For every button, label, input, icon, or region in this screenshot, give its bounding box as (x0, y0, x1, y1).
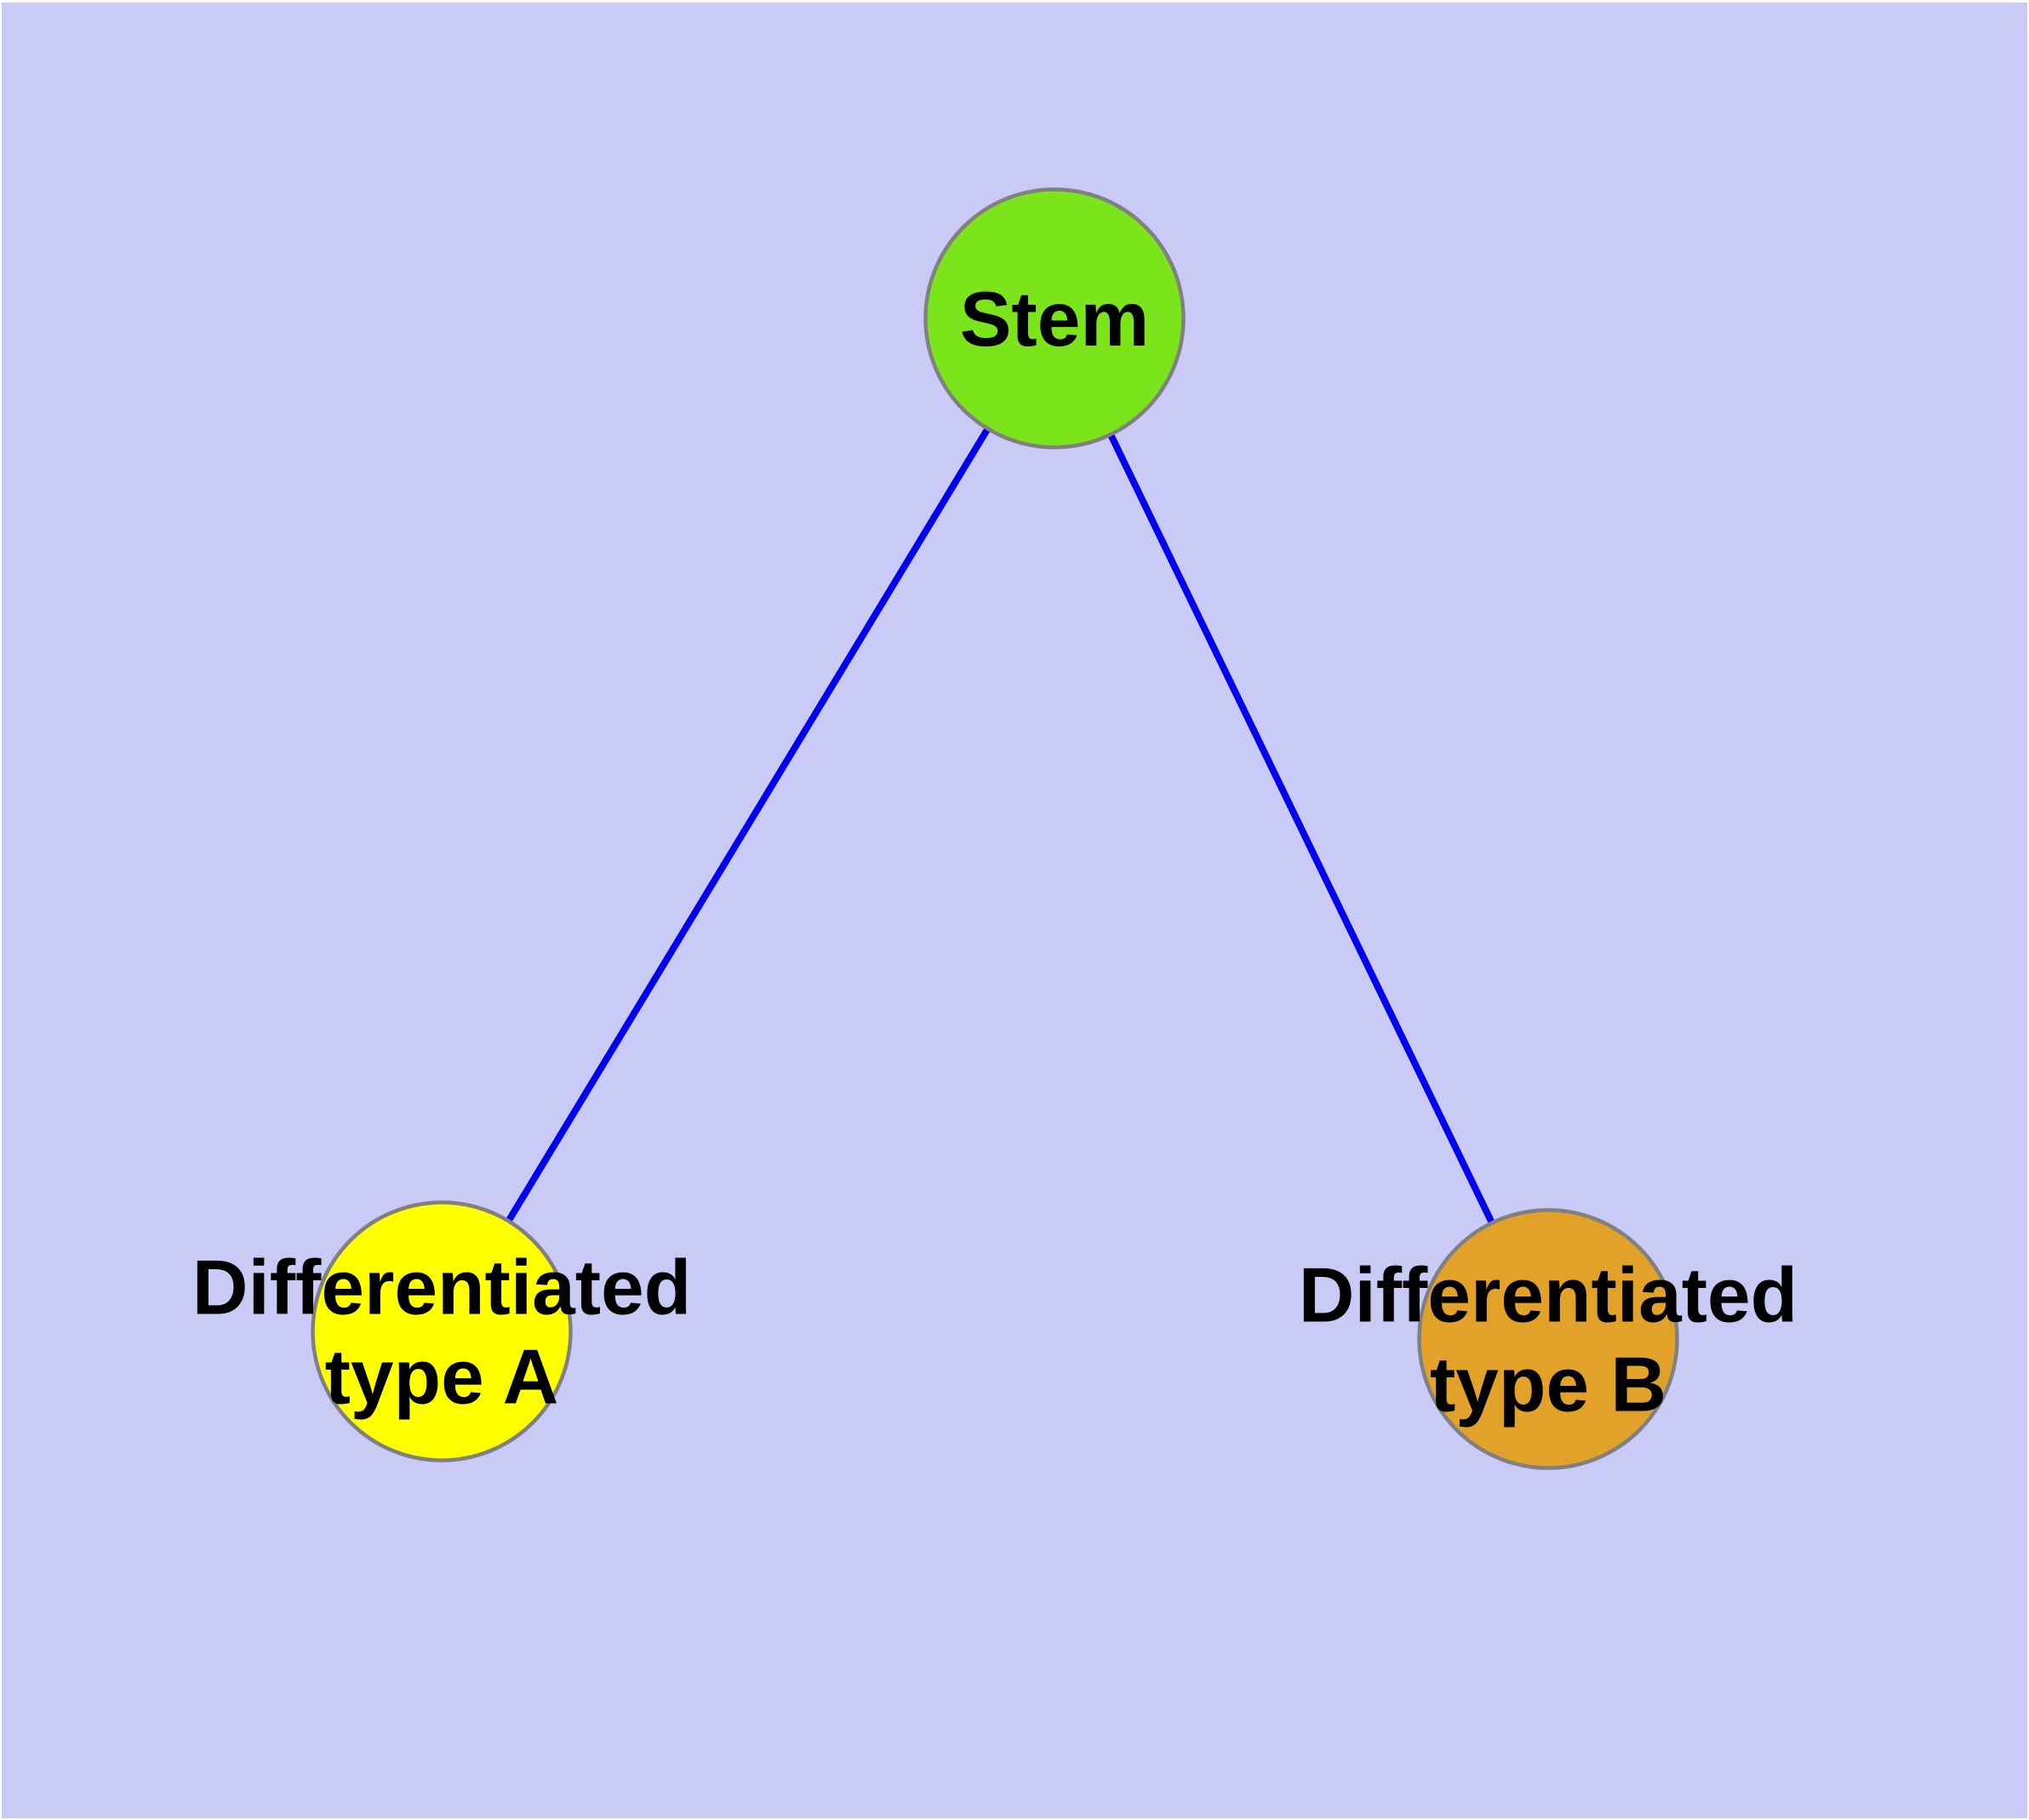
node-differentiated-type-a (311, 1200, 573, 1462)
node-label-stem: Stem (960, 277, 1150, 363)
edge-stem-to-differentiated-type-a (438, 316, 1058, 1334)
node-differentiated-type-b (1417, 1208, 1679, 1470)
node-stem (923, 187, 1186, 449)
edge-stem-to-differentiated-type-b (1051, 317, 1552, 1341)
